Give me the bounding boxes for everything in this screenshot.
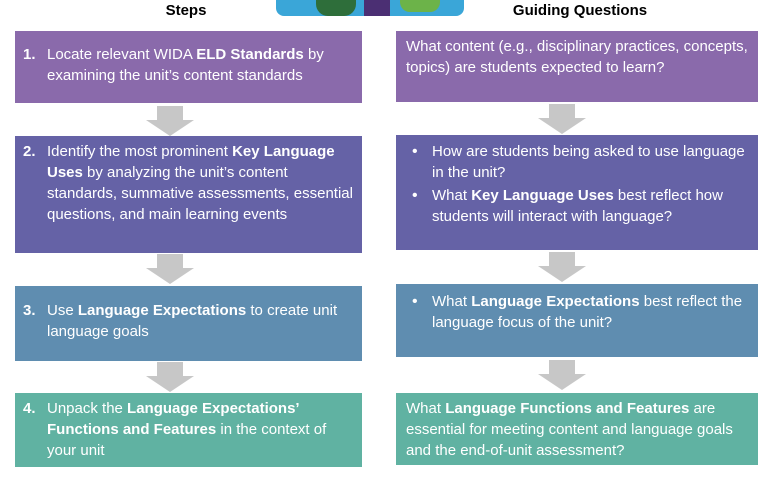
guiding-question-2-box: How are students being asked to use lang…	[396, 135, 758, 250]
guiding-question-1-box: What content (e.g., disciplinary practic…	[396, 31, 758, 102]
illustration-shape	[364, 0, 390, 16]
illustration-shape	[316, 0, 356, 16]
guiding-question-item: What Key Language Uses best reflect how …	[406, 185, 748, 227]
guiding-question-list: What Language Expectations best reflect …	[406, 291, 748, 333]
down-arrow-icon	[538, 360, 586, 390]
down-arrow-icon	[538, 252, 586, 282]
guiding-question-4-box: What Language Functions and Features are…	[396, 393, 758, 465]
down-arrow-icon	[538, 104, 586, 134]
step-text: Identify the most prominent Key Language…	[47, 143, 353, 223]
step-3-box: 3. Use Language Expectations to create u…	[15, 286, 362, 361]
step-1-box: 1. Locate relevant WIDA ELD Standards by…	[15, 31, 362, 103]
guiding-question-text: What Language Functions and Features are…	[406, 400, 733, 459]
step-text: Locate relevant WIDA ELD Standards by ex…	[47, 46, 324, 84]
header-illustration	[276, 0, 464, 16]
guiding-question-list: How are students being asked to use lang…	[406, 141, 748, 227]
step-number: 4.	[23, 400, 36, 417]
guiding-question-3-box: What Language Expectations best reflect …	[396, 284, 758, 357]
down-arrow-icon	[146, 254, 194, 284]
step-number: 2.	[23, 143, 36, 160]
guiding-question-item: What Language Expectations best reflect …	[406, 291, 748, 333]
down-arrow-icon	[146, 106, 194, 136]
steps-column-header: Steps	[165, 2, 207, 19]
step-text: Use Language Expectations to create unit…	[47, 302, 338, 340]
step-number: 1.	[23, 46, 36, 63]
step-2-box: 2. Identify the most prominent Key Langu…	[15, 136, 362, 253]
step-text: Unpack the Language Expectations’ Functi…	[47, 400, 327, 459]
guiding-question-text: What content (e.g., disciplinary practic…	[406, 38, 748, 76]
step-4-box: 4. Unpack the Language Expectations’ Fun…	[15, 393, 362, 467]
down-arrow-icon	[146, 362, 194, 392]
step-number: 3.	[23, 302, 36, 319]
guiding-questions-column-header: Guiding Questions	[512, 2, 648, 19]
guiding-question-item: How are students being asked to use lang…	[406, 141, 748, 183]
illustration-shape	[400, 0, 440, 12]
